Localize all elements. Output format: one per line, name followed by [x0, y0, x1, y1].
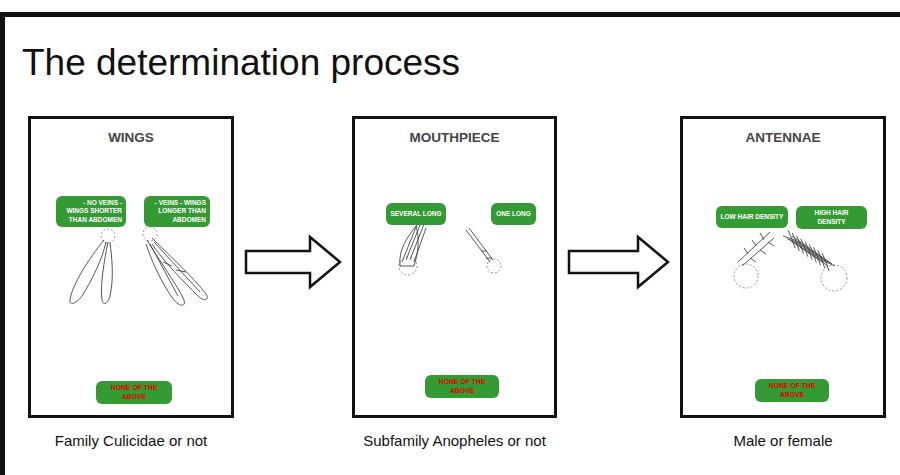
option-pill: LOW HAIR DENSITY: [716, 206, 788, 228]
panel-caption: Male or female: [643, 432, 900, 449]
option-label: NONE OF THE ABOVE: [100, 384, 168, 401]
antenna-dense: [783, 230, 847, 291]
option-pill: NONE OF THE ABOVE: [425, 375, 499, 398]
panel-caption: Family Culicidae or not: [0, 432, 271, 449]
panel-heading: MOUTHPIECE: [355, 130, 554, 145]
option-label: NONE OF THE ABOVE: [759, 382, 825, 399]
option-label: - VEINS - WINGS LONGER THAN ABDOMEN: [148, 199, 206, 223]
mouthpart-single: [466, 228, 501, 273]
step-panel: MOUTHPIECESubfamily Anopheles or notSEVE…: [352, 116, 557, 418]
option-label: HIGH HAIR DENSITY: [800, 209, 863, 225]
antenna-hair: [783, 230, 801, 248]
option-pill: SEVERAL LONG: [386, 203, 446, 225]
frame-top: [0, 12, 900, 17]
option-label: SEVERAL LONG: [390, 210, 441, 218]
step-panel: WINGSFamily Culicidae or not- NO VEINS -…: [28, 116, 234, 418]
block-arrow: [569, 237, 668, 287]
option-pill: HIGH HAIR DENSITY: [796, 206, 867, 229]
option-label: - NO VEINS - WINGS SHORTER THAN ABDOMEN: [60, 199, 122, 223]
option-label: LOW HAIR DENSITY: [721, 213, 784, 221]
panel-caption: Subfamily Anopheles or not: [315, 432, 594, 449]
option-pill: - NO VEINS - WINGS SHORTER THAN ABDOMEN: [56, 196, 126, 227]
antenna-hair: [787, 233, 805, 251]
frame-left: [0, 12, 5, 475]
option-label: NONE OF THE ABOVE: [429, 378, 495, 395]
block-arrow: [246, 237, 340, 287]
option-pill: NONE OF THE ABOVE: [755, 379, 829, 402]
wing-sketch-plain: [70, 229, 115, 303]
option-pill: ONE LONG: [491, 203, 536, 225]
step-panel: ANTENNAEMale or femaleLOW HAIR DENSITYHI…: [680, 116, 886, 418]
option-label: ONE LONG: [496, 210, 531, 218]
mouthpart-several: [399, 220, 426, 275]
wing-sketch-veined: [143, 227, 207, 305]
option-pill: - VEINS - WINGS LONGER THAN ABDOMEN: [144, 196, 210, 227]
panel-heading: ANTENNAE: [683, 130, 883, 145]
page-title: The determination process: [22, 42, 460, 84]
antenna-sparse: [734, 232, 774, 288]
option-pill: NONE OF THE ABOVE: [96, 381, 172, 404]
panel-heading: WINGS: [31, 130, 231, 145]
